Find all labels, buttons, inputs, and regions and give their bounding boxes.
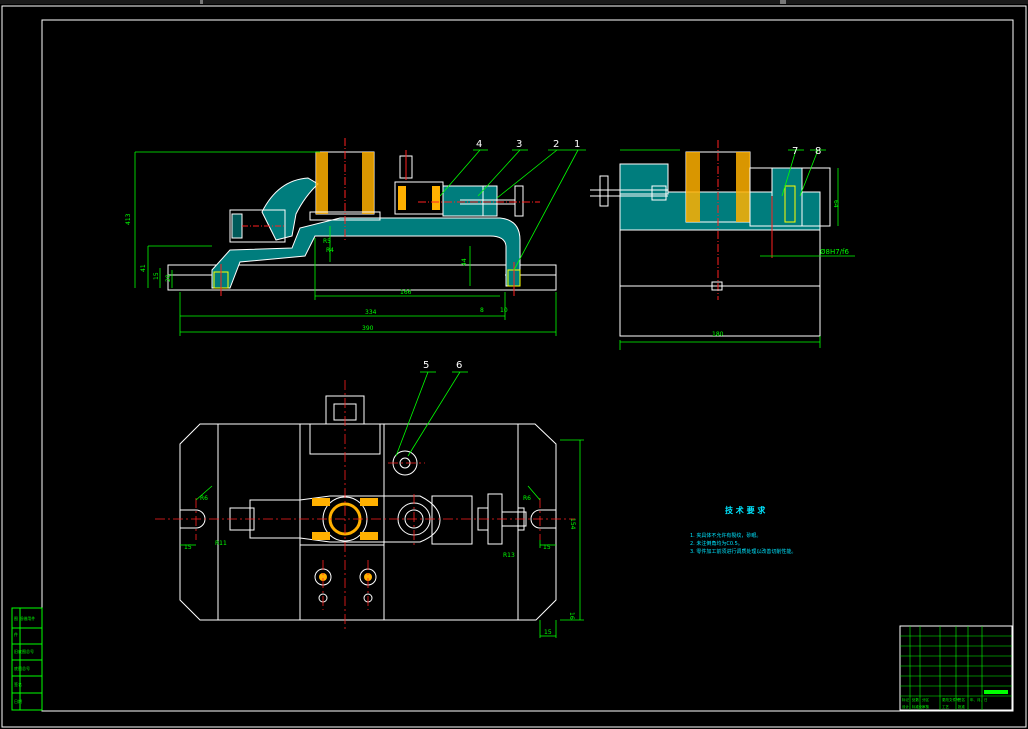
tb-footer-4: 批准 bbox=[958, 704, 966, 709]
toolbar-marker bbox=[780, 0, 786, 4]
dim-10: 10 bbox=[500, 307, 508, 314]
balloon-3: 3 bbox=[516, 139, 522, 150]
tb-label-5: 年、月、日 bbox=[970, 697, 988, 702]
title-block: 标记 处数 分区 更改文件号 签名 年、月、日 设计 标准化 审核 工艺 批准 bbox=[899, 625, 1013, 711]
notes-item-1: 1. 夹具体不允许有裂纹，砂眼。 bbox=[690, 532, 761, 539]
tb-footer-3: 工艺 bbox=[942, 704, 950, 709]
dim-15-bottom: 15 bbox=[544, 629, 552, 636]
tb-label-4: 签名 bbox=[958, 697, 965, 702]
balloon-4: 4 bbox=[476, 139, 482, 150]
tb-label-3: 更改文件号 bbox=[942, 697, 960, 702]
left-table-row-2: 旧底图总号 bbox=[14, 648, 34, 654]
dim-44: 44 bbox=[461, 258, 468, 266]
dim-side-width: 180 bbox=[712, 331, 724, 338]
dim-390: 390 bbox=[362, 325, 374, 332]
dim-15-left: 15 bbox=[184, 544, 192, 551]
tb-label-0: 标记 bbox=[902, 697, 910, 702]
dim-413: 413 bbox=[125, 213, 132, 225]
left-table-row-1: 件 bbox=[14, 631, 18, 637]
dim-166: 166 bbox=[400, 289, 412, 296]
dim-small-8: 8 bbox=[480, 307, 484, 314]
side-view bbox=[590, 140, 855, 350]
dim-small-r4: R4 bbox=[326, 247, 334, 254]
dim-154: 154 bbox=[569, 518, 576, 530]
dim-41: 41 bbox=[140, 264, 147, 272]
front-view bbox=[134, 138, 586, 336]
dim-r5: R5 bbox=[323, 238, 331, 245]
plan-view bbox=[155, 371, 584, 638]
dim-15: 15 bbox=[153, 272, 160, 280]
left-table-row-3: 底图总号 bbox=[14, 665, 30, 671]
dim-20: 20 bbox=[165, 274, 172, 282]
left-table-row-4: 签名 bbox=[14, 681, 22, 687]
left-table-row-0: 图 纸借用件 bbox=[14, 615, 35, 621]
tb-label-1: 处数 bbox=[912, 697, 920, 702]
tb-footer-2: 审核 bbox=[922, 704, 930, 709]
dim-r-left-lower: R11 bbox=[215, 540, 227, 547]
balloon-1: 1 bbox=[574, 139, 580, 150]
dimension-texts: 413 41 15 20 R5 166 334 390 44 180 64 Ø8… bbox=[125, 200, 850, 636]
left-table-row-5: 日期 bbox=[14, 698, 22, 704]
technical-requirements: 技 术 要 求 1. 夹具体不允许有裂纹，砂眼。 2. 未注倒角均为C0.5。 … bbox=[690, 505, 796, 555]
part-balloons: 1 2 3 4 5 6 7 8 bbox=[423, 139, 821, 371]
tb-footer-0: 设计 bbox=[902, 704, 910, 709]
dim-334: 334 bbox=[365, 309, 377, 316]
dim-r6-right: R6 bbox=[523, 495, 531, 502]
tb-label-2: 分区 bbox=[922, 697, 930, 702]
inner-frame-border bbox=[41, 19, 1014, 712]
dim-64: 64 bbox=[832, 200, 839, 208]
balloon-7: 7 bbox=[792, 146, 798, 157]
tb-footer-1: 标准化 bbox=[912, 704, 923, 709]
dim-fit: Ø8H7/f6 bbox=[820, 248, 850, 256]
balloon-8: 8 bbox=[815, 146, 821, 157]
dim-16-bottom: 16 bbox=[568, 612, 575, 620]
dim-r-right-lower: R13 bbox=[503, 552, 515, 559]
balloon-2: 2 bbox=[553, 139, 559, 150]
notes-title: 技 术 要 求 bbox=[725, 505, 766, 515]
outer-sheet-border bbox=[1, 5, 1027, 728]
dim-15-right: 15 bbox=[543, 544, 551, 551]
top-toolbar-strip bbox=[0, 0, 1028, 4]
notes-item-3: 3. 零件加工前须进行调质处理以改善切削性能。 bbox=[690, 548, 796, 555]
notes-item-2: 2. 未注倒角均为C0.5。 bbox=[690, 540, 743, 547]
toolbar-marker bbox=[200, 0, 203, 4]
left-side-table: 图 纸借用件 件 旧底图总号 底图总号 签名 日期 bbox=[11, 607, 43, 711]
balloon-6: 6 bbox=[456, 360, 462, 371]
dim-r6-left: R6 bbox=[200, 495, 208, 502]
balloon-5: 5 bbox=[423, 360, 429, 371]
